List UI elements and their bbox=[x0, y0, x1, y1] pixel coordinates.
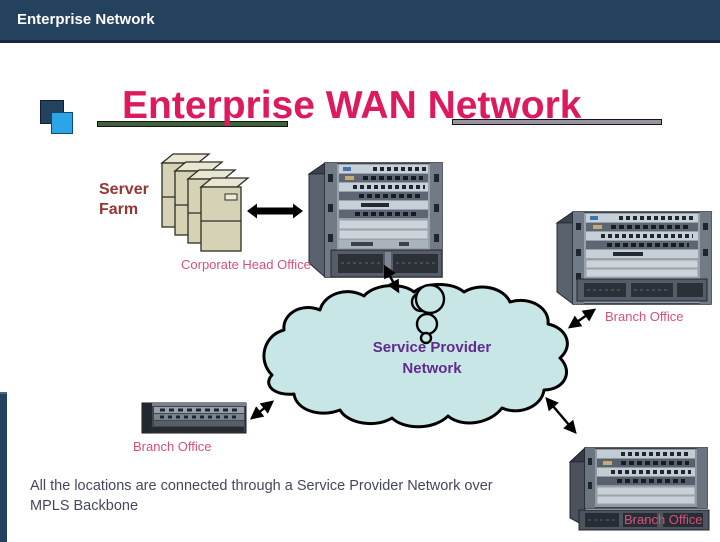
slide-body-text: All the locations are connected through … bbox=[30, 478, 493, 514]
branch-office-right-label: Branch Office bbox=[605, 309, 684, 324]
corporate-head-office-label: Corporate Head Office bbox=[181, 257, 311, 272]
branch-router-bottom-right-image bbox=[568, 446, 710, 531]
title-underline-right bbox=[452, 119, 662, 125]
window-title: Enterprise Network bbox=[17, 11, 155, 28]
branch-office-bottom-right-label: Branch Office bbox=[624, 512, 703, 527]
left-accent-bar bbox=[0, 392, 7, 542]
network-cloud-image bbox=[262, 283, 569, 429]
server-farm-towers-image bbox=[160, 153, 250, 252]
server-to-router-arrow bbox=[247, 203, 303, 219]
corporate-router-image bbox=[307, 162, 444, 279]
slide-title: Enterprise WAN Network bbox=[122, 84, 582, 127]
service-provider-network-label: Service Provider Network bbox=[372, 339, 492, 377]
branch-router-bottom-left-image bbox=[141, 402, 247, 434]
decor-square-blue bbox=[51, 112, 73, 134]
title-underline-left bbox=[97, 121, 288, 127]
server-farm-label: Server Farm bbox=[99, 181, 149, 218]
branch-office-bottom-left-label: Branch Office bbox=[133, 439, 212, 454]
branch-router-right-image bbox=[555, 211, 713, 305]
window-title-bar bbox=[0, 0, 720, 43]
